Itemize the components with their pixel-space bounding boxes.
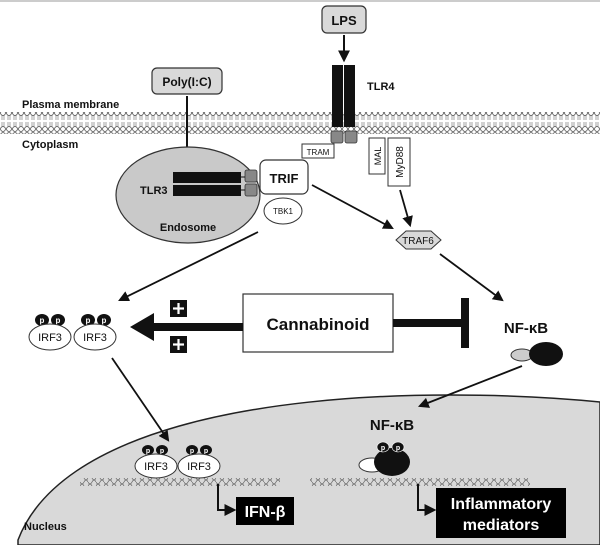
p-label: p	[102, 316, 107, 325]
p-badge	[391, 441, 405, 453]
irf3-label: IRF3	[187, 461, 211, 473]
cannabinoid-enhances-irf3-arrowhead	[130, 313, 154, 341]
tlr4-label: TLR4	[367, 81, 395, 93]
irf3-left	[134, 453, 178, 479]
tbk1-kinase	[263, 197, 303, 225]
traf6-to-nfkb-arrow	[439, 253, 504, 302]
inflammatory-mediators-output-box	[436, 488, 566, 538]
irf3-label: IRF3	[144, 461, 168, 473]
irf3-label: IRF3	[83, 332, 107, 344]
tbk1-label: TBK1	[273, 207, 294, 216]
myd88-to-traf6-arrow	[399, 189, 413, 228]
myd88-adaptor	[387, 137, 411, 187]
tlr4-receptor-left	[332, 65, 343, 127]
trif-to-irf3-arrow	[118, 231, 259, 302]
poly-ic-label: Poly(I:C)	[162, 75, 211, 89]
tlr3-receptor-bottom	[173, 185, 241, 196]
tram-adaptor	[301, 143, 335, 159]
p-label: p	[381, 445, 385, 452]
nucleus-label: Nucleus	[24, 521, 67, 533]
lps-ligand-box	[321, 5, 367, 34]
nfkb-nucleus-label: NF-κB	[370, 417, 414, 434]
dna-strand-inflammatory	[310, 478, 530, 486]
ifn-transcription-arrow	[217, 484, 237, 516]
p-label: p	[146, 448, 150, 455]
p-badge	[186, 445, 198, 455]
nfkb-large-subunit	[529, 342, 563, 366]
irf3-to-nucleus-arrow	[111, 357, 170, 442]
poly-ic-ligand-box	[151, 67, 223, 95]
tlr4-tir-domain-right	[344, 130, 358, 144]
irf3-label: IRF3	[38, 332, 62, 344]
tlr3-tir-domain-top	[244, 169, 258, 183]
traf6-hexagon	[395, 230, 442, 250]
irf3-left	[28, 323, 72, 351]
trif-adaptor	[259, 159, 309, 195]
tlr4-receptor-right	[344, 65, 355, 127]
nfkb-nucleus-large-subunit	[374, 448, 410, 476]
ifn-beta-output-box	[236, 497, 294, 525]
p-label: p	[160, 448, 164, 455]
mal-adaptor	[368, 137, 386, 175]
irf3-dimer-nucleus: p p p p IRF3 IRF3	[134, 445, 221, 479]
ifn-beta-label: IFN-β	[245, 504, 286, 521]
p-badge	[376, 441, 390, 453]
p-badge	[97, 314, 111, 326]
nfkb-to-nucleus-arrow	[417, 365, 523, 408]
cannabinoid-box	[242, 293, 394, 353]
p-label: p	[56, 316, 61, 325]
inflammatory-transcription-arrow	[417, 484, 437, 516]
tlr4-tir-domain-left	[330, 130, 344, 144]
dna-strand-ifn	[80, 478, 280, 486]
irf3-dimer-cytoplasm: p p p p IRF3 IRF3	[28, 314, 117, 351]
myd88-label: MyD88	[395, 146, 406, 178]
tlr3-receptor-top	[173, 172, 241, 183]
endosome-label: Endosome	[160, 222, 216, 234]
tram-label: TRAM	[307, 148, 330, 157]
p-badge	[35, 314, 49, 326]
p-label: p	[396, 445, 400, 452]
inflammatory-mediators-label-line2: mediators	[463, 517, 540, 534]
trif-to-traf6-arrow	[311, 184, 394, 230]
p-label: p	[40, 316, 45, 325]
cannabinoid-label: Cannabinoid	[267, 315, 370, 334]
tlr3-tir-domain-bottom	[244, 183, 258, 197]
p-label: p	[86, 316, 91, 325]
inflammatory-mediators-label-line1: Inflammatory	[451, 496, 552, 513]
irf3-right	[177, 453, 221, 479]
p-badge	[142, 445, 154, 455]
p-label: p	[204, 448, 208, 455]
plasma-membrane	[0, 112, 600, 134]
cytoplasm-label: Cytoplasm	[22, 139, 78, 151]
tlr3-label: TLR3	[140, 185, 168, 197]
p-badge	[200, 445, 212, 455]
p-badge	[51, 314, 65, 326]
traf6-label: TRAF6	[402, 236, 434, 247]
irf3-right	[73, 323, 117, 351]
nfkb-cytoplasm-label: NF-κB	[504, 320, 548, 337]
p-badge	[81, 314, 95, 326]
plasma-membrane-label: Plasma membrane	[22, 99, 119, 111]
lps-label: LPS	[331, 13, 357, 28]
p-label: p	[190, 448, 194, 455]
mal-label: MAL	[373, 147, 383, 166]
trif-label: TRIF	[270, 171, 299, 186]
p-badge	[156, 445, 168, 455]
